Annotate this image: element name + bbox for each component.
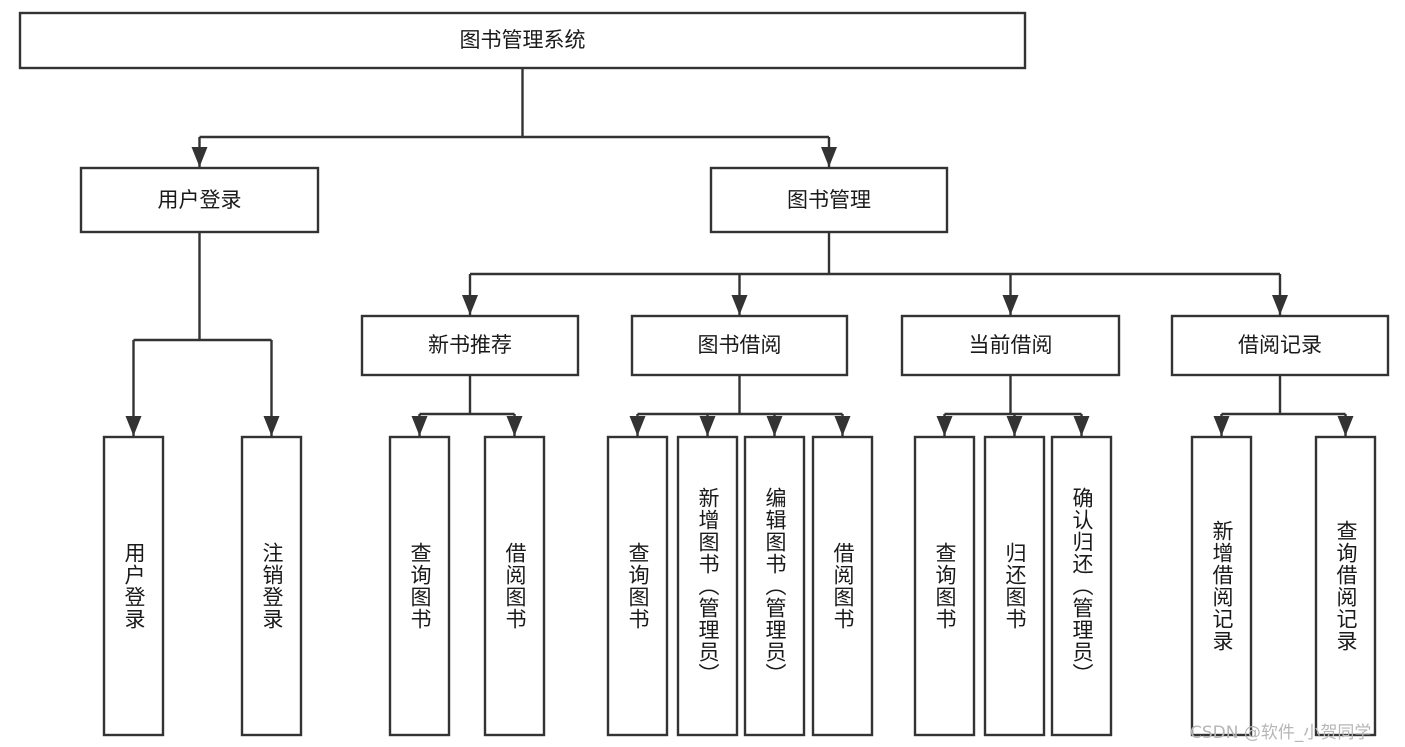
arrow-head-icon: [821, 147, 837, 167]
node-box-new-book-recommend[interactable]: [360, 314, 580, 377]
arrow-head-icon: [462, 295, 478, 315]
node-box-book-borrow[interactable]: [630, 314, 849, 377]
arrow-head-icon: [191, 147, 208, 167]
node-box-leaf-borrow-book-2[interactable]: [811, 435, 874, 737]
arrow-head-icon: [766, 416, 783, 436]
node-box-current-borrow[interactable]: [900, 314, 1121, 377]
node-box-borrow-record[interactable]: [1170, 314, 1390, 377]
arrow-head-icon: [699, 416, 716, 436]
node-box-leaf-borrow-book-1[interactable]: [483, 435, 546, 737]
node-box-leaf-query-borrow-record[interactable]: [1314, 435, 1377, 737]
node-box-leaf-user-login[interactable]: [102, 435, 165, 737]
node-box-leaf-query-book-3[interactable]: [913, 435, 976, 737]
arrow-head-icon: [1213, 416, 1230, 436]
arrow-head-icon: [1272, 295, 1288, 315]
node-boxes: [18, 11, 1390, 737]
node-box-book-manage[interactable]: [709, 166, 949, 234]
arrow-head-icon: [629, 416, 646, 436]
node-box-leaf-add-borrow-record[interactable]: [1190, 435, 1253, 737]
node-box-leaf-query-book-1[interactable]: [388, 435, 451, 737]
node-box-leaf-return-book[interactable]: [983, 435, 1046, 737]
arrow-head-icon: [834, 416, 851, 436]
node-box-leaf-query-book-2[interactable]: [606, 435, 669, 737]
arrow-head-icon: [1002, 295, 1019, 315]
arrow-head-icon: [936, 416, 953, 436]
node-box-leaf-confirm-return-admin[interactable]: [1050, 435, 1113, 737]
node-box-root[interactable]: [18, 11, 1027, 70]
arrow-head-icon: [1073, 416, 1090, 436]
connector-edges: [125, 68, 1354, 436]
arrow-head-icon: [125, 416, 142, 436]
arrow-head-icon: [731, 295, 748, 315]
arrow-head-icon: [506, 416, 523, 436]
arrow-head-icon: [263, 416, 280, 436]
node-box-leaf-logout-login[interactable]: [240, 435, 303, 737]
node-box-leaf-edit-book-admin[interactable]: [743, 435, 806, 737]
arrow-head-icon: [1006, 416, 1023, 436]
node-box-user-login[interactable]: [79, 166, 320, 234]
arrow-head-icon: [411, 416, 428, 436]
node-box-leaf-add-book-admin[interactable]: [676, 435, 739, 737]
arrow-head-icon: [1337, 416, 1354, 436]
csdn-watermark: CSDN @软件_小贺同学: [1190, 723, 1372, 743]
